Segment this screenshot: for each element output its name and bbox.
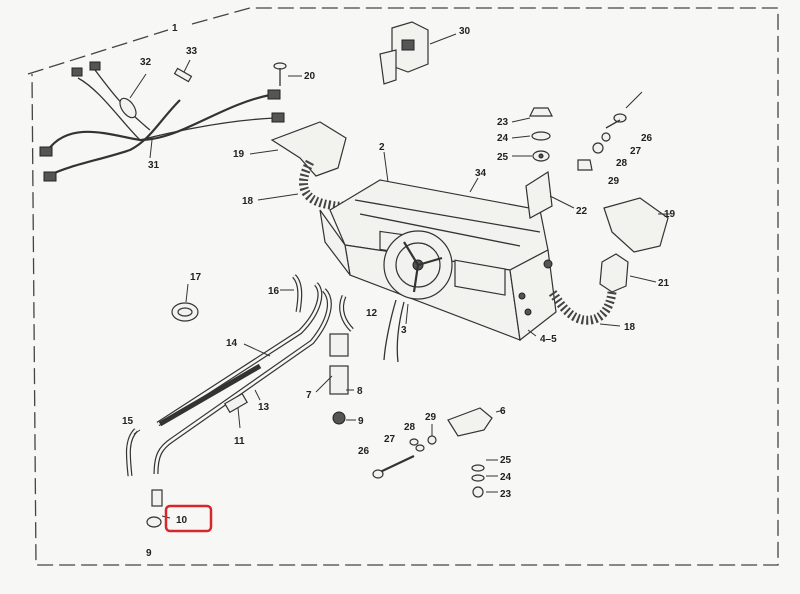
callout-28-bottom: 28 <box>404 422 416 433</box>
callout-3: 3 <box>401 325 407 336</box>
callouts: 30 32 33 20 31 19 18 2 34 23 24 25 26 27… <box>122 26 676 559</box>
heater-pipes <box>153 282 332 475</box>
heater-housing <box>319 179 557 363</box>
callout-7: 7 <box>306 390 312 401</box>
left-duct <box>270 121 357 211</box>
callout-33: 33 <box>186 46 198 57</box>
callout-18-right: 18 <box>624 322 636 333</box>
callout-15: 15 <box>122 416 134 427</box>
callout-2: 2 <box>379 142 385 153</box>
callout-10: 10 <box>176 515 188 526</box>
part-10-fitting <box>146 489 163 528</box>
callout-14: 14 <box>226 338 238 349</box>
part-30-switch <box>379 21 429 85</box>
callout-21: 21 <box>658 278 670 289</box>
right-duct <box>548 197 669 325</box>
lower-hardware <box>372 407 493 498</box>
callout-27-bottom: 27 <box>384 434 396 445</box>
callout-26-top: 26 <box>641 133 653 144</box>
callout-29-top: 29 <box>608 176 620 187</box>
callout-18-left: 18 <box>242 196 254 207</box>
callout-25-top: 25 <box>497 152 509 163</box>
callout-19-left: 19 <box>233 149 245 160</box>
assembly-boundary <box>27 7 779 566</box>
callout-11: 11 <box>234 436 245 447</box>
callout-8: 8 <box>357 386 363 397</box>
callout-9-bottom: 9 <box>146 548 152 559</box>
callout-24-bottom: 24 <box>500 472 512 483</box>
leader-lines <box>129 33 670 519</box>
callout-4-5: 4–5 <box>540 334 557 345</box>
heater-valve <box>329 295 354 425</box>
callout-13: 13 <box>258 402 270 413</box>
assembly-label: 1 <box>172 23 178 34</box>
wiring-harness <box>39 61 285 182</box>
callout-26-bottom: 26 <box>358 446 370 457</box>
callout-16: 16 <box>268 286 280 297</box>
highlight-box-part-10 <box>164 504 213 533</box>
callout-23-top: 23 <box>497 117 509 128</box>
callout-12: 12 <box>366 308 378 319</box>
callout-24-top: 24 <box>497 133 509 144</box>
callout-30: 30 <box>459 26 471 37</box>
callout-9-mid: 9 <box>358 416 364 427</box>
callout-19-right: 19 <box>664 209 676 220</box>
callout-6: 6 <box>500 406 506 417</box>
callout-17: 17 <box>190 272 202 283</box>
callout-32: 32 <box>140 57 152 68</box>
hardware-stack-top <box>525 107 627 219</box>
callout-25-bottom: 25 <box>500 455 512 466</box>
callout-22: 22 <box>576 206 588 217</box>
callout-31: 31 <box>148 160 160 171</box>
part-20-screw <box>273 62 287 86</box>
callout-34: 34 <box>475 168 487 179</box>
part-17-clamp <box>171 302 199 322</box>
callout-23-bottom: 23 <box>500 489 512 500</box>
callout-28-top: 28 <box>616 158 628 169</box>
callout-20: 20 <box>304 71 316 82</box>
callout-27-top: 27 <box>630 146 642 157</box>
callout-29-bottom: 29 <box>425 412 437 423</box>
